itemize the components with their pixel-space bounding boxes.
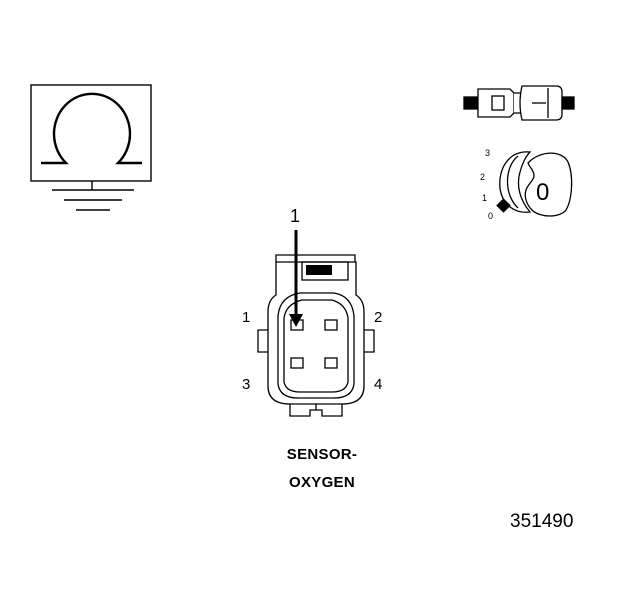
ohmmeter-symbol [30,84,152,211]
pin-cavity-3 [290,357,304,369]
arrow-head-icon [289,314,303,327]
dial-tick-3: 3 [485,148,490,158]
connector-shell [267,261,365,405]
right-ear [364,329,375,353]
component-label-line1: SENSOR- [287,446,357,463]
callout-number: 1 [290,206,300,226]
dial-tick-2: 2 [480,172,485,182]
component-label-line2: OXYGEN [289,474,355,491]
omega-icon [41,92,142,165]
connector-pair-icon [463,85,575,121]
callout-arrow [289,230,303,327]
pin-label-3: 3 [242,376,250,393]
connector-latch [275,254,356,262]
dial-reading: 0 [536,179,549,206]
dial-pointer-icon [496,198,511,213]
dial-tick-0: 0 [488,211,493,221]
pin-label-2: 2 [374,309,382,326]
latch-tab-icon [306,265,332,275]
figure-number: 351490 [510,511,573,532]
pin-label-4: 4 [374,376,382,393]
pin-cavity-2 [324,319,338,331]
pin-cavity-4 [324,357,338,369]
selector-dial-icon [496,151,573,217]
left-ear [257,329,268,353]
pin-label-1: 1 [242,309,250,326]
ohmmeter-box [30,84,152,182]
dial-tick-1: 1 [482,193,487,203]
sensor-connector [257,254,375,417]
